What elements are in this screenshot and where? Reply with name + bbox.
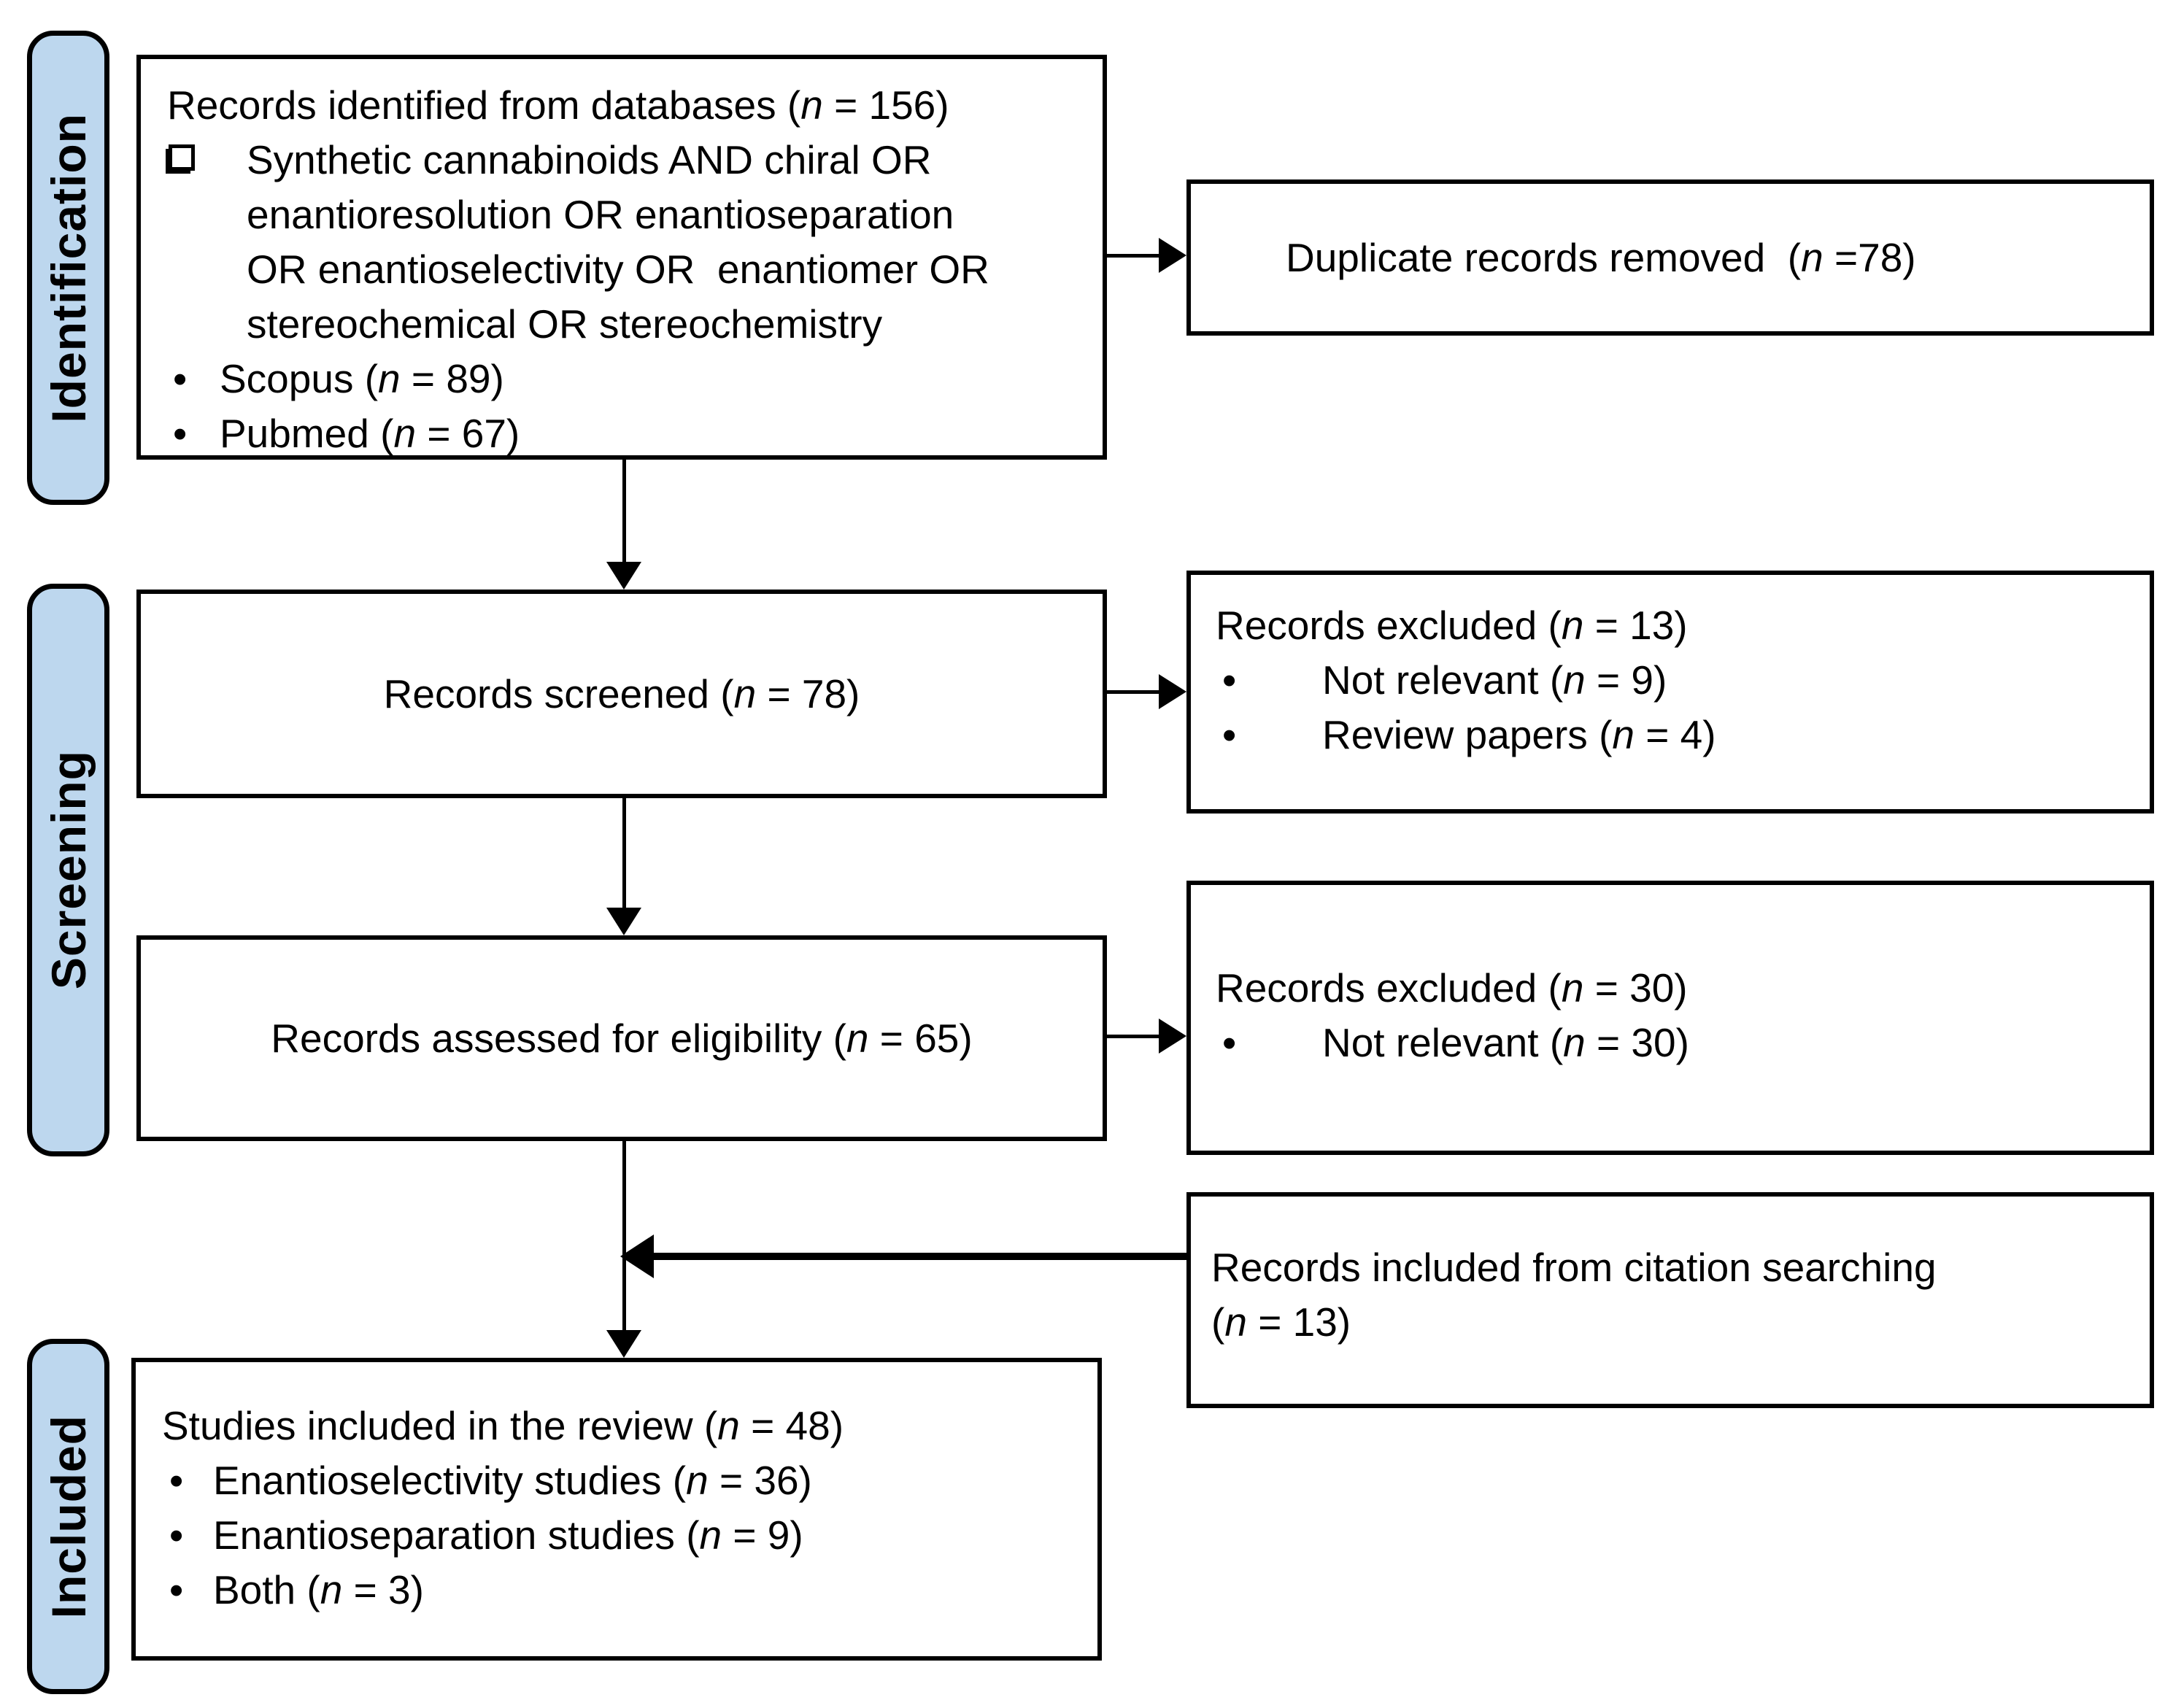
- database-item-scopus: • Scopus (n = 89): [167, 352, 1088, 406]
- included-study-label: Enantioseparation studies (n = 9): [213, 1512, 803, 1558]
- records-excluded-title: Records excluded (n = 13): [1216, 603, 1688, 648]
- arrowhead-down-icon: [606, 1330, 641, 1358]
- stage-screening: Screening: [27, 584, 109, 1156]
- exclusion-reason-label: Not relevant (n = 9): [1322, 657, 1667, 703]
- included-study-label: Both (n = 3): [213, 1567, 424, 1612]
- bullet-icon: •: [1222, 657, 1237, 703]
- exclusion-reason-item: • Not relevant (n = 30): [1216, 1016, 2135, 1070]
- exclusion-reason-label: Review papers (n = 4): [1322, 712, 1716, 757]
- box-records-screened: Records screened (n = 78): [136, 590, 1107, 798]
- stage-identification-label: Identification: [41, 112, 96, 423]
- included-study-label: Enantioselectivity studies (n = 36): [213, 1458, 812, 1503]
- connector-screened-to-assessed: [622, 798, 626, 908]
- database-item-label: Scopus (n = 89): [220, 356, 504, 401]
- arrowhead-right-icon: [1159, 238, 1186, 273]
- database-item-label: Pubmed (n = 67): [220, 411, 520, 456]
- box-citation-searching: Records included from citation searching…: [1186, 1192, 2154, 1408]
- arrowhead-down-icon: [606, 562, 641, 590]
- included-study-item: • Enantioselectivity studies (n = 36): [162, 1453, 1083, 1508]
- arrowhead-down-icon: [606, 908, 641, 935]
- exclusion-reason-label: Not relevant (n = 30): [1322, 1020, 1689, 1065]
- box-duplicates-removed: Duplicate records removed (n =78): [1186, 179, 2154, 336]
- box-records-excluded-eligibility: Records excluded (n = 30) • Not relevant…: [1186, 881, 2154, 1155]
- search-query-line: stereochemical OR stereochemistry: [247, 301, 883, 347]
- arrowhead-right-icon: [1159, 674, 1186, 709]
- box-studies-included: Studies included in the review (n = 48) …: [131, 1358, 1102, 1661]
- bullet-icon: •: [173, 356, 188, 401]
- search-query-item: Synthetic cannabinoids AND chiral OR ena…: [167, 133, 1088, 352]
- arrowhead-left-icon: [620, 1234, 654, 1278]
- bullet-icon: •: [169, 1512, 184, 1558]
- included-study-item: • Enantioseparation studies (n = 9): [162, 1508, 1083, 1563]
- stage-included: Included: [27, 1339, 109, 1694]
- search-query-line: OR enantioselectivity OR enantiomer OR: [247, 247, 989, 292]
- exclusion-reason-item: • Not relevant (n = 9): [1216, 653, 2135, 708]
- bullet-icon: •: [169, 1567, 184, 1612]
- included-study-item: • Both (n = 3): [162, 1563, 1083, 1618]
- records-assessed-text: Records assessed for eligibility (n = 65…: [271, 1015, 973, 1061]
- connector-identified-to-screened: [622, 460, 626, 563]
- open-square-checkbox-icon: [169, 144, 195, 171]
- search-query-line: enantioresolution OR enantioseparation: [247, 192, 954, 237]
- arrowhead-right-icon: [1159, 1019, 1186, 1054]
- duplicates-removed-text: Duplicate records removed (n =78): [1286, 234, 1916, 280]
- bullet-icon: •: [169, 1458, 184, 1503]
- box-records-assessed: Records assessed for eligibility (n = 65…: [136, 935, 1107, 1141]
- database-item-pubmed: • Pubmed (n = 67): [167, 406, 1088, 461]
- citation-searching-line: (n = 13): [1211, 1299, 1351, 1345]
- exclusion-reason-item: • Review papers (n = 4): [1216, 708, 2135, 762]
- box-records-identified: Records identified from databases (n = 1…: [136, 55, 1107, 460]
- records-identified-title: Records identified from databases (n = 1…: [167, 82, 949, 128]
- search-query-lines: Synthetic cannabinoids AND chiral OR ena…: [247, 133, 989, 352]
- stage-identification: Identification: [27, 31, 109, 505]
- records-screened-text: Records screened (n = 78): [383, 671, 860, 716]
- citation-searching-line: Records included from citation searching: [1211, 1245, 1937, 1290]
- stage-screening-label: Screening: [41, 750, 96, 990]
- bullet-icon: •: [1222, 712, 1237, 757]
- search-query-line: Synthetic cannabinoids AND chiral OR: [247, 137, 932, 182]
- box-records-excluded-screening: Records excluded (n = 13) • Not relevant…: [1186, 571, 2154, 814]
- bullet-icon: •: [173, 411, 188, 456]
- connector-assessed-to-excluded: [1107, 1035, 1162, 1038]
- connector-screened-to-excluded: [1107, 690, 1162, 694]
- studies-included-title: Studies included in the review (n = 48): [162, 1403, 844, 1448]
- records-excluded-title: Records excluded (n = 30): [1216, 965, 1688, 1010]
- connector-citation-to-flow: [652, 1253, 1186, 1260]
- bullet-icon: •: [1222, 1020, 1237, 1065]
- stage-included-label: Included: [41, 1414, 96, 1619]
- connector-identified-to-duplicates: [1107, 254, 1162, 258]
